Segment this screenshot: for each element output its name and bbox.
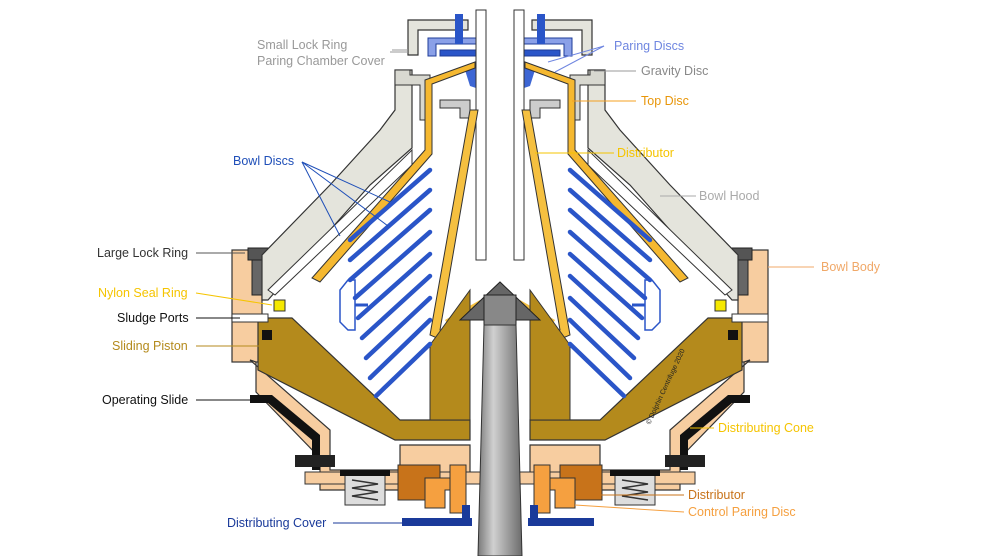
sludge-port-right	[731, 313, 769, 323]
label-control-paring-disc: Control Paring Disc	[688, 505, 796, 519]
label-bowl-body: Bowl Body	[821, 260, 881, 274]
cone-cap	[458, 281, 542, 326]
label-small-lock-ring: Small Lock Ring	[257, 38, 347, 52]
label-distributing-cover: Distributing Cover	[227, 516, 326, 530]
label-paring-discs: Paring Discs	[614, 39, 684, 53]
central-inlet-tube	[475, 9, 525, 261]
label-paring-chamber-cover: Paring Chamber Cover	[257, 54, 385, 68]
leader-lines	[195, 45, 814, 524]
valve-springs	[340, 470, 660, 506]
label-bowl-discs: Bowl Discs	[233, 154, 294, 168]
label-nylon-seal-ring: Nylon Seal Ring	[98, 286, 188, 300]
nylon-seal-ring-left	[273, 299, 286, 312]
label-top-disc: Top Disc	[641, 94, 689, 108]
distributing-cover	[402, 505, 594, 526]
bowl-discs	[347, 167, 653, 399]
control-paring-disc	[397, 464, 603, 514]
label-distributing-cone: Distributing Cone	[718, 421, 814, 435]
label-sliding-piston: Sliding Piston	[112, 339, 188, 353]
disc-stack-guides	[339, 279, 661, 331]
label-sludge-ports: Sludge Ports	[117, 311, 189, 325]
operating-slide	[250, 395, 750, 470]
label-bowl-hood: Bowl Hood	[699, 189, 759, 203]
label-large-lock-ring: Large Lock Ring	[97, 246, 188, 260]
label-distributor-top: Distributor	[617, 146, 674, 160]
label-operating-slide: Operating Slide	[102, 393, 188, 407]
nylon-seal-ring-right	[714, 299, 727, 312]
top-disc	[311, 61, 689, 283]
bowl-hood	[261, 69, 739, 301]
spindle	[477, 324, 523, 556]
label-gravity-disc: Gravity Disc	[641, 64, 708, 78]
label-distributor-bottom: Distributor	[688, 488, 745, 502]
sliding-piston	[257, 288, 743, 441]
